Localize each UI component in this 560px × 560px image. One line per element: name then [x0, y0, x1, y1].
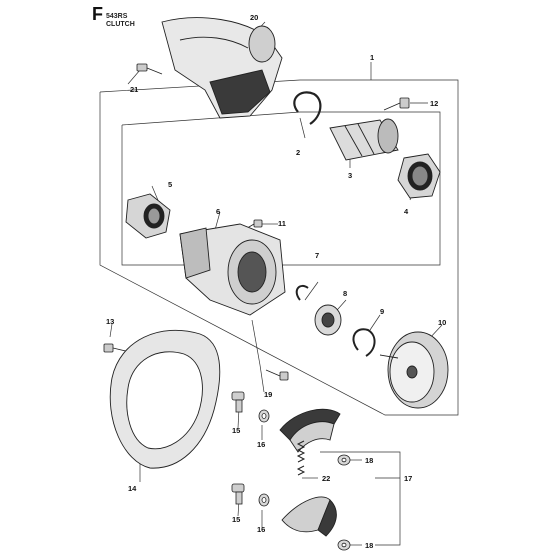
callout-10: 10	[438, 318, 446, 327]
model-number: 543RS	[106, 13, 128, 20]
screw-part-12	[383, 97, 410, 111]
flange-housing-part-14	[109, 330, 221, 469]
callout-18-upper: 18	[365, 456, 373, 465]
callout-15-upper: 15	[232, 426, 240, 435]
washer-part-16-upper	[258, 409, 270, 423]
callout-14: 14	[128, 484, 137, 493]
callout-6: 6	[216, 207, 220, 216]
group-outline-1	[99, 79, 459, 416]
screw-part-19	[265, 369, 289, 381]
nut-part-5	[125, 193, 171, 239]
callout-3: 3	[348, 171, 352, 180]
bearing-part-8	[314, 304, 342, 336]
nut-part-4	[397, 153, 441, 199]
callout-18-lower: 18	[365, 541, 373, 550]
group-outline-2	[121, 111, 441, 266]
callout-5: 5	[168, 180, 172, 189]
callout-20: 20	[250, 13, 258, 22]
cover-housing-part	[161, 17, 283, 119]
callout-21: 21	[130, 85, 138, 94]
shoulder-screw-part-15-lower	[231, 483, 245, 505]
clutch-drum-part-10	[379, 331, 449, 409]
washer-part-18-lower	[337, 539, 351, 551]
diagram-title-block: 543RS CLUTCH	[106, 13, 135, 29]
callout-11: 11	[278, 219, 286, 228]
clutch-shoe-lower	[281, 496, 337, 537]
callout-15-lower: 15	[232, 515, 240, 524]
callout-13: 13	[106, 317, 114, 326]
callout-22: 22	[322, 474, 330, 483]
shoulder-screw-part-15-upper	[231, 391, 245, 413]
clutch-housing-part-6	[179, 223, 286, 316]
section-letter: F	[92, 4, 103, 24]
circlip-part-7	[295, 284, 309, 301]
diagram-title: CLUTCH	[106, 21, 135, 28]
callout-1: 1	[370, 53, 374, 62]
washer-part-16-lower	[258, 493, 270, 507]
spring-part-22	[296, 440, 306, 476]
callout-19: 19	[264, 390, 272, 399]
callout-12: 12	[430, 99, 438, 108]
callout-16-lower: 16	[257, 525, 265, 534]
circlip-part-9	[352, 328, 376, 357]
callout-7: 7	[315, 251, 319, 260]
clutch-shoe-upper	[279, 408, 341, 453]
callout-16-upper: 16	[257, 440, 265, 449]
callout-4: 4	[404, 207, 409, 216]
callout-9: 9	[380, 307, 384, 316]
callout-labels: 1 2 3 4 5 6 7 8 9 10 11 12 13 14 15 15 1…	[106, 13, 446, 550]
callout-8: 8	[343, 289, 347, 298]
circlip-part-2	[293, 91, 322, 125]
screw-part-21	[136, 63, 163, 75]
washer-part-18-upper	[337, 454, 351, 466]
sleeve-part-3	[329, 118, 399, 161]
callout-17: 17	[404, 474, 412, 483]
callout-2: 2	[296, 148, 300, 157]
